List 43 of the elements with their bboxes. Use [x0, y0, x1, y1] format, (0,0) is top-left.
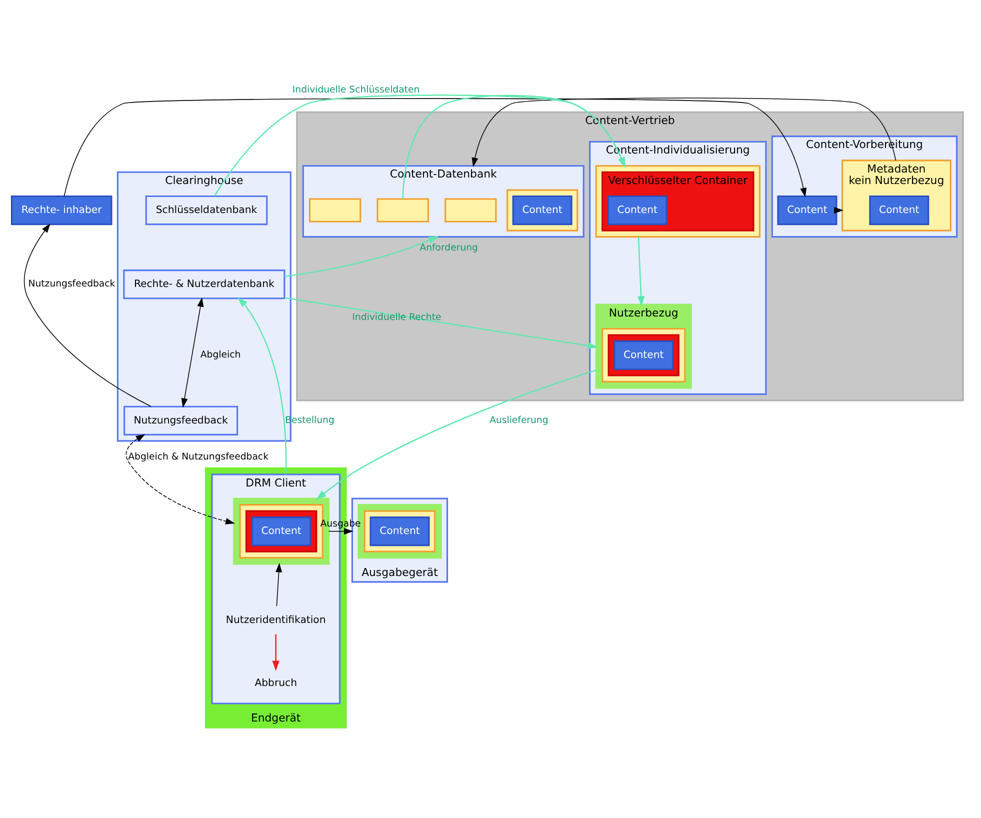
- arrow: [284, 236, 439, 277]
- node-box: Content: [614, 340, 674, 370]
- node-box: [444, 198, 497, 222]
- node-box: [308, 198, 362, 222]
- node-text: Abbruch: [254, 677, 297, 688]
- edge-label: Nutzungsfeedback: [28, 278, 116, 290]
- cluster: [608, 334, 680, 376]
- cluster: [364, 510, 436, 552]
- node-box: Content: [512, 195, 572, 225]
- edge-label: Individuelle Rechte: [352, 311, 442, 322]
- arrow: [284, 296, 598, 349]
- cluster: [595, 164, 760, 238]
- node-box: Schlüsseldatenbank: [145, 195, 268, 225]
- node-box: Nutzungsfeedback: [124, 405, 238, 435]
- node-box: Rechte- & Nutzerdatenbank: [123, 269, 286, 299]
- arrow: [64, 98, 807, 197]
- edge-label: Anforderung: [420, 242, 478, 254]
- edge-label: Abgleich & Nutzungsfeedback: [128, 450, 268, 462]
- arrow: [214, 94, 626, 196]
- arrow: [472, 97, 896, 167]
- node-box: [376, 198, 429, 222]
- edge-label: Abgleich: [200, 349, 241, 360]
- cluster: [506, 188, 578, 231]
- node-box: Content: [370, 516, 430, 546]
- arrow: [316, 369, 596, 500]
- arrow: [328, 528, 354, 534]
- edge-label: Auslieferung: [490, 414, 548, 426]
- arrow: [24, 222, 152, 406]
- edge-label: Individuelle Schlüsseldaten: [292, 84, 420, 96]
- arrow: [126, 434, 235, 524]
- arrow: [402, 94, 626, 198]
- node-box: Rechte- inhaber: [10, 195, 112, 225]
- arrow: [272, 634, 280, 671]
- arrow: [181, 296, 204, 408]
- cluster: [602, 327, 686, 382]
- arrow: [276, 562, 282, 606]
- node-text: Nutzeridentifikation: [226, 614, 326, 626]
- node-box: Content: [607, 195, 668, 225]
- arrow: [237, 296, 287, 474]
- cluster: [245, 510, 318, 552]
- arrow: [637, 236, 645, 306]
- node-box: Content: [869, 195, 930, 225]
- node-box: Content: [251, 516, 312, 546]
